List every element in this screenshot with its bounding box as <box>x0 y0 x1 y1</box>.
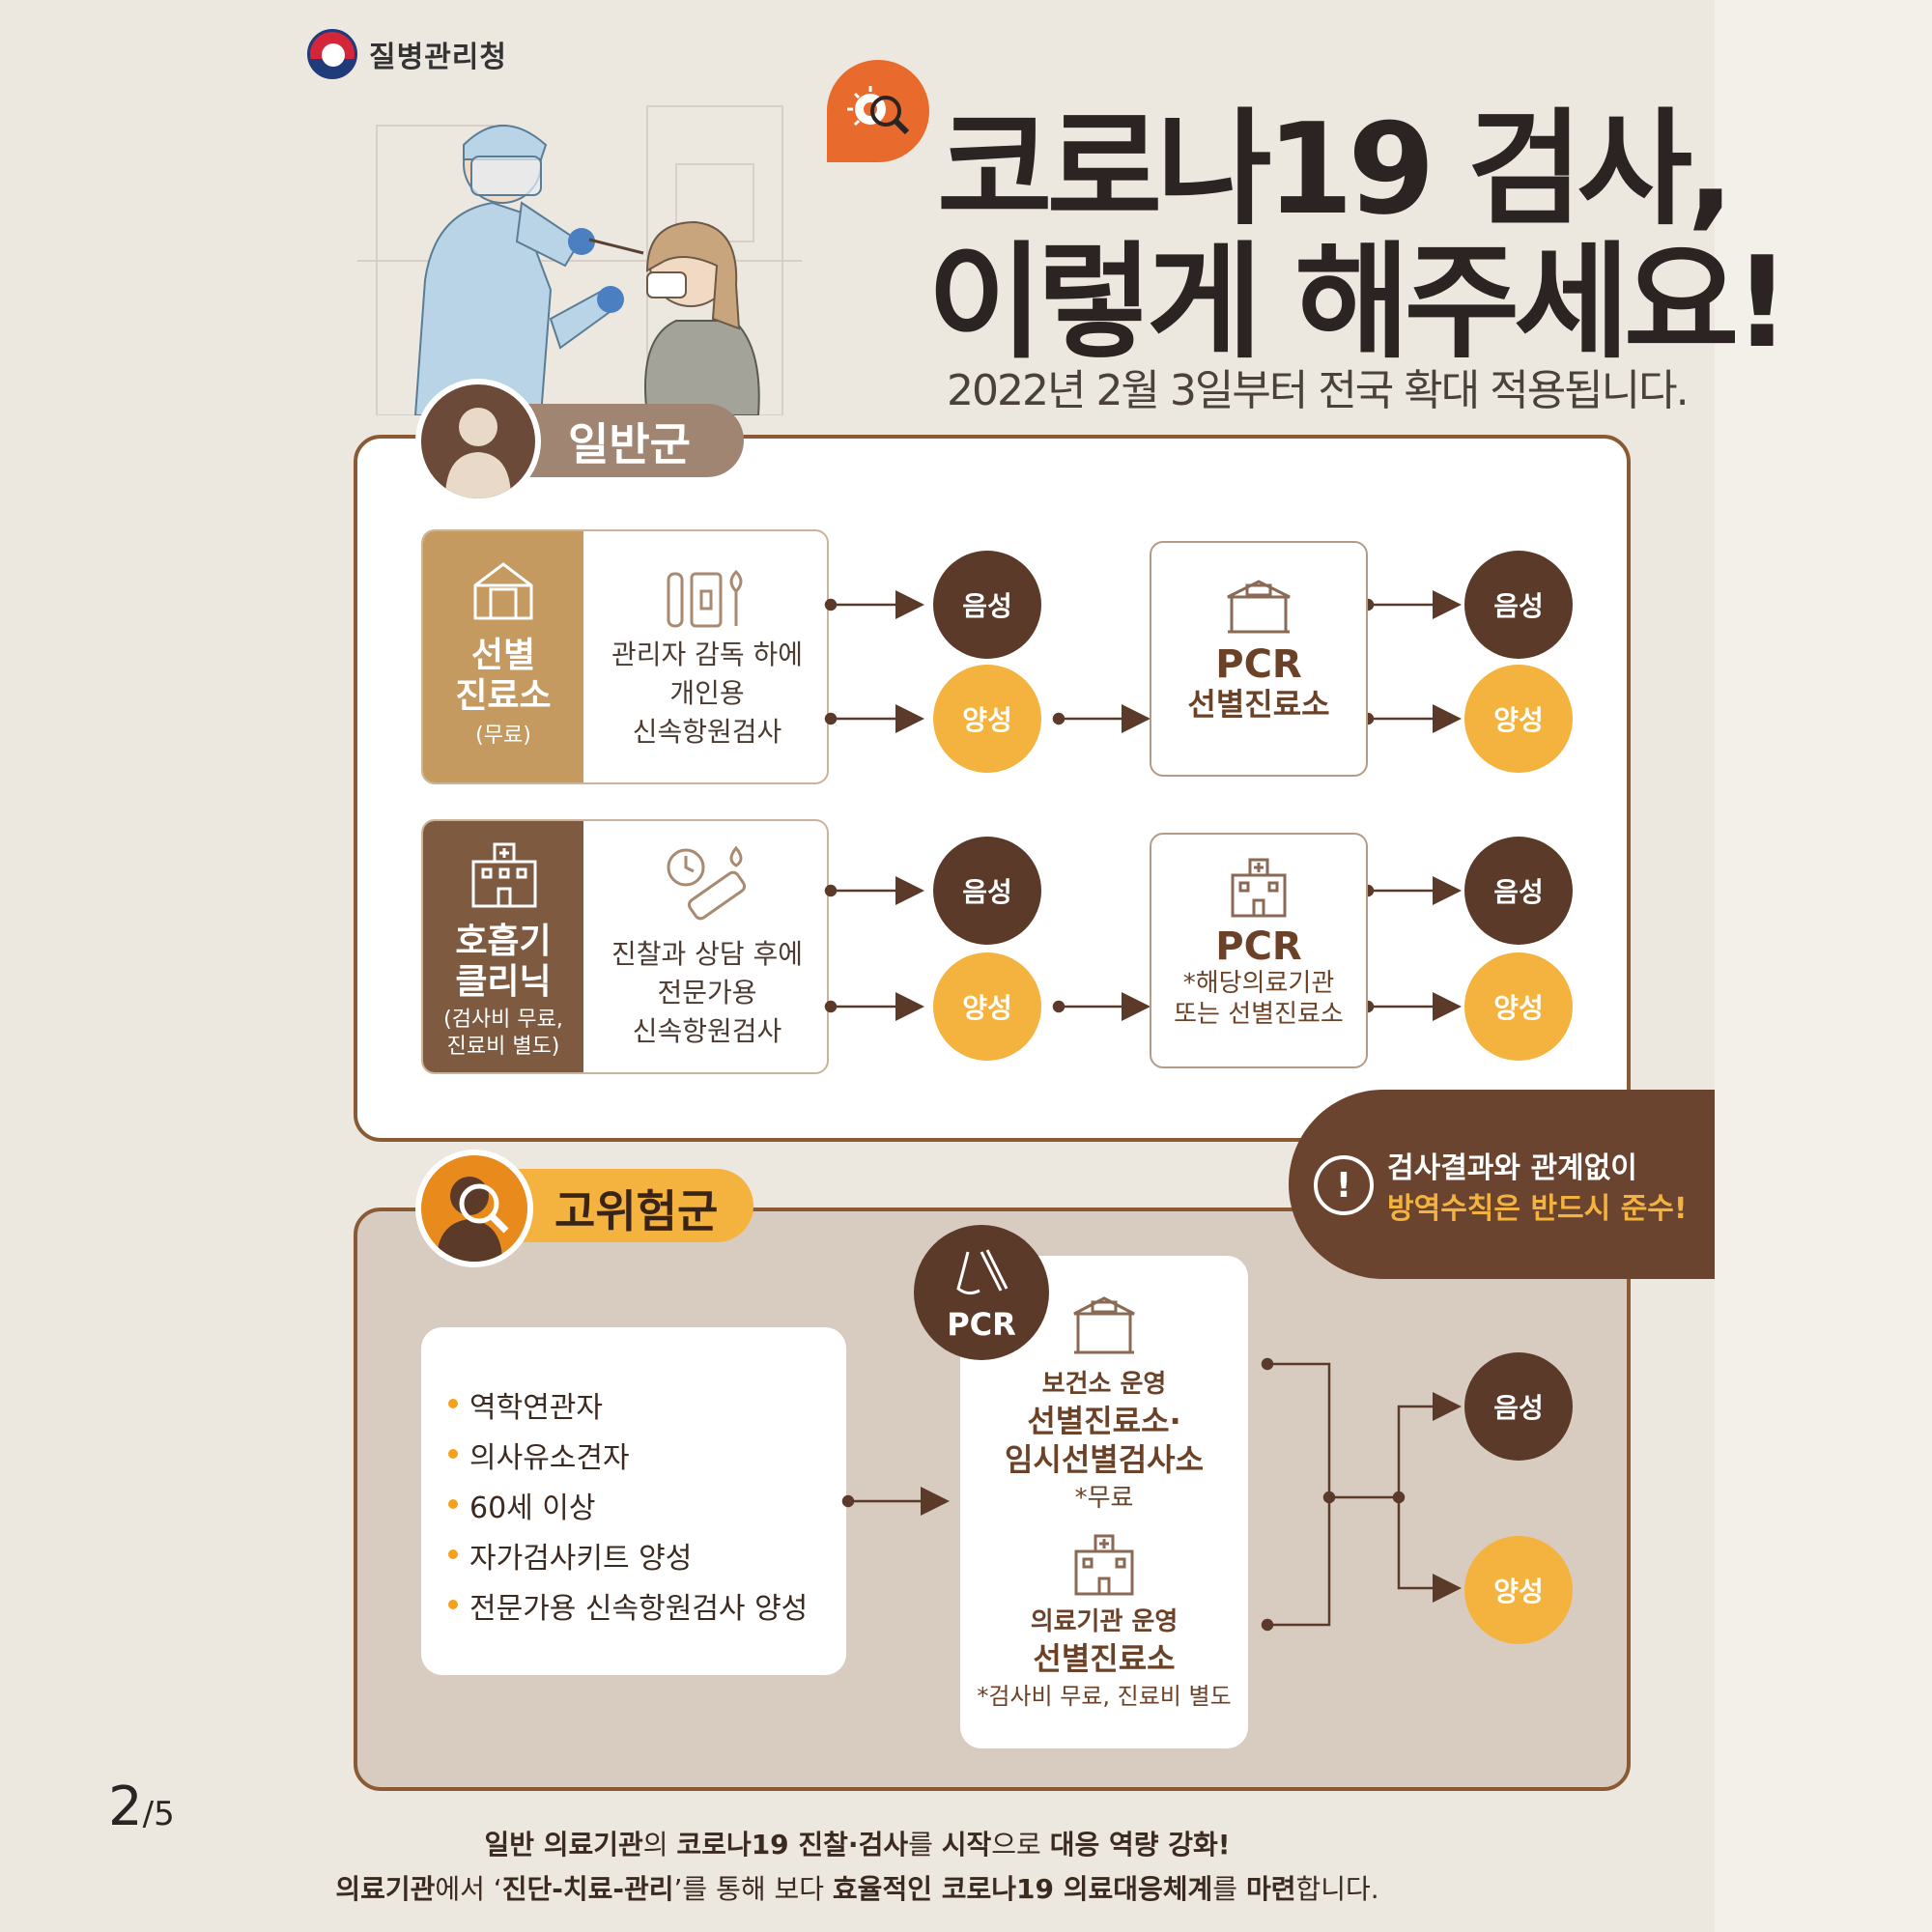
test-desc-line3: 신속항원검사 <box>632 1015 782 1047</box>
footer-line1: 일반 의료기관의 코로나19 진찰·검사를 시작으로 대응 역량 강화! <box>0 1824 1715 1862</box>
hospital-icon <box>471 842 537 908</box>
pcr-note-line2: 또는 선별진료소 <box>1174 1000 1344 1029</box>
test-desc-line3: 신속항원검사 <box>632 716 782 748</box>
site-name-line1: 선별 <box>470 636 536 675</box>
test-desc-line1: 관리자 감독 하에 <box>611 639 804 670</box>
page-current: 2 <box>108 1776 143 1838</box>
site-name-line1: 선별진료소· <box>1027 1403 1181 1439</box>
footer-text: 대응 역량 강화! <box>1049 1829 1231 1861</box>
footer-text: 코로나19 진찰·검사 <box>676 1829 909 1861</box>
negative-result: 음성 <box>933 837 1041 945</box>
footer-text: 마련 <box>1245 1873 1296 1905</box>
list-item: 자가검사키트 양성 <box>447 1534 692 1577</box>
main-title-line1: 코로나19 검사, <box>937 96 1735 242</box>
site-name-line1: 호흡기 <box>455 922 552 961</box>
site-note: *무료 <box>1074 1484 1134 1513</box>
tent-icon <box>473 562 533 620</box>
test-desc-line2: 전문가용 <box>657 977 757 1009</box>
footer-line2: 의료기관에서 ‘진단-치료-관리’를 통해 보다 효율적인 코로나19 의료대응… <box>0 1868 1715 1907</box>
pcr-hospital-card: PCR *해당의료기관 또는 선별진료소 <box>1150 833 1368 1068</box>
site-operator-label: 의료기관 운영 <box>1030 1607 1179 1636</box>
negative-result: 음성 <box>1464 1352 1573 1461</box>
footer-text: 효율적인 코로나19 의료대응체계 <box>832 1873 1213 1905</box>
negative-result: 음성 <box>1464 837 1573 945</box>
footer-text: 진단-치료-관리 <box>501 1873 674 1905</box>
list-item: 의사유소견자 <box>448 1434 630 1476</box>
footer-text: 에서 ‘ <box>435 1873 502 1905</box>
nose-swab-icon <box>956 1249 1009 1295</box>
pcr-label: PCR <box>1215 924 1302 969</box>
footer-text: 으로 <box>991 1829 1050 1861</box>
screening-clinic-panel: 선별 진료소 (무료) <box>423 531 583 782</box>
positive-result: 양성 <box>1464 1536 1573 1644</box>
screening-clinic-card: 선별 진료소 (무료) 관리자 감독 하에 개인용 신속항원검사 <box>421 529 829 784</box>
virus-search-icon <box>827 60 929 162</box>
site-note-line1: (검사비 무료, <box>443 1008 563 1032</box>
footer-text: ’를 통해 보다 <box>673 1873 833 1905</box>
list-item: 역학연관자 <box>448 1383 603 1426</box>
pcr-badge-label: PCR <box>947 1306 1016 1343</box>
site-name: 선별진료소 <box>1033 1640 1176 1677</box>
high-risk-criteria-list: 역학연관자 의사유소견자 60세 이상 자가검사키트 양성 전문가용 신속항원검… <box>421 1327 846 1675</box>
site-note: (무료) <box>475 724 531 748</box>
footer-text: 를 <box>908 1829 942 1861</box>
list-item: 전문가용 신속항원검사 양성 <box>447 1584 808 1627</box>
site-note: *검사비 무료, 진료비 별도 <box>977 1683 1232 1710</box>
general-flow-arrows <box>824 590 1462 1021</box>
site-name-line2: 임시선별검사소 <box>1004 1441 1205 1478</box>
footer-text: 합니다. <box>1295 1873 1379 1905</box>
pcr-label: PCR <box>1215 642 1302 687</box>
respiratory-clinic-panel: 호흡기 클리닉 (검사비 무료, 진료비 별도) <box>423 821 583 1072</box>
hospital-icon <box>1074 1534 1134 1596</box>
high-risk-group-label: 고위험군 <box>554 1185 719 1237</box>
pcr-screening-card: PCR 선별진료소 <box>1150 541 1368 777</box>
list-item: 60세 이상 <box>448 1484 596 1526</box>
footer-text: 의 <box>642 1829 677 1861</box>
negative-result: 음성 <box>933 551 1041 659</box>
footer-text: 를 <box>1212 1873 1246 1905</box>
high-risk-flow-arrows <box>841 1357 1462 1632</box>
test-kit-icon <box>667 569 743 628</box>
pcr-tent-icon <box>1073 1296 1135 1354</box>
taegeuk-icon <box>307 29 357 79</box>
test-desc-line1: 진찰과 상담 후에 <box>611 938 804 970</box>
positive-result: 양성 <box>933 952 1041 1061</box>
kdca-logo: 질병관리청 <box>307 29 507 79</box>
pcr-tent-icon <box>1227 580 1291 634</box>
negative-result: 음성 <box>1464 551 1573 659</box>
main-title-line2: 이렇게 해주세요! <box>927 229 1791 376</box>
pcr-site-label: 선별진료소 <box>1187 686 1330 723</box>
warning-line1: 검사결과와 관계없이 <box>1387 1151 1637 1185</box>
site-name-line2: 진료소 <box>455 676 552 716</box>
site-name-line2: 클리닉 <box>455 962 552 1002</box>
warning-line2: 방역수칙은 반드시 준수! <box>1387 1192 1688 1226</box>
positive-result: 양성 <box>1464 665 1573 773</box>
positive-result: 양성 <box>933 665 1041 773</box>
page-indicator: 2/5 <box>108 1776 175 1838</box>
general-group-label: 일반군 <box>568 418 691 470</box>
footer-text: 일반 의료기관 <box>484 1829 643 1861</box>
test-desc-line2: 개인용 <box>669 677 745 709</box>
right-margin <box>1715 0 1932 1932</box>
pcr-hospital-icon <box>1231 858 1287 918</box>
respiratory-clinic-card: 호흡기 클리닉 (검사비 무료, 진료비 별도) 진찰과 상담 후에 전문가용 … <box>421 819 829 1074</box>
pcr-testing-sites-card: 보건소 운영 선별진료소· 임시선별검사소 *무료 의료기관 운영 선별진료소 … <box>960 1256 1248 1748</box>
footer-text: 의료기관 <box>335 1873 436 1905</box>
site-note-line2: 진료비 별도) <box>446 1035 560 1059</box>
pcr-badge: PCR <box>914 1225 1049 1360</box>
page-total: /5 <box>142 1795 175 1833</box>
positive-result: 양성 <box>1464 952 1573 1061</box>
swab-test-illustration <box>357 105 802 415</box>
rapid-antigen-test-icon <box>667 845 747 921</box>
pcr-note-line1: *해당의료기관 <box>1182 969 1335 998</box>
person-search-icon <box>415 1150 533 1267</box>
org-name: 질병관리청 <box>369 41 507 74</box>
footer-text: 시작 <box>941 1829 992 1861</box>
subtitle: 2022년 2월 3일부터 전국 확대 적용됩니다. <box>947 366 1690 415</box>
person-icon <box>415 379 541 504</box>
exclamation-icon: ! <box>1314 1155 1374 1215</box>
site-operator-label: 보건소 운영 <box>1041 1370 1167 1399</box>
